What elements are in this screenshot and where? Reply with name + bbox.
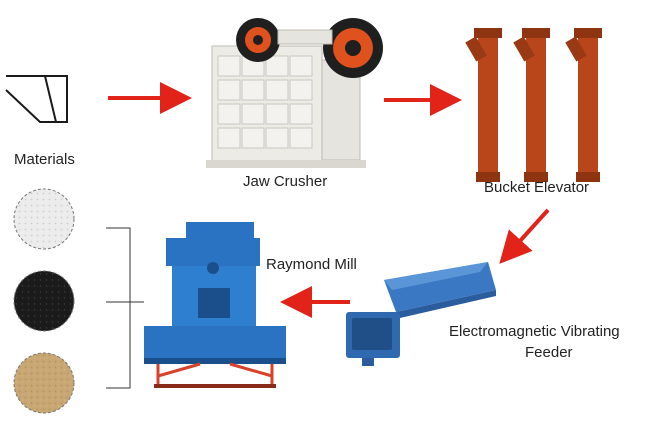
label-feeder-line1: Electromagnetic Vibrating [449,323,620,340]
label-feeder-line2: Feeder [525,344,573,361]
material-powder-tan [13,352,75,414]
output-bracket [106,227,144,389]
material-powder-black [13,270,75,332]
label-materials: Materials [14,151,75,168]
vibrating-feeder-machine [346,262,496,366]
arrow-elevator-to-feeder [499,208,550,264]
bucket-elevator-machine [465,28,602,182]
material-shape-icon [5,75,68,123]
jaw-crusher-machine [206,18,383,168]
label-jaw-crusher: Jaw Crusher [243,173,328,190]
label-bucket-elevator: Bucket Elevator [484,179,590,196]
raymond-mill-machine [144,222,286,388]
material-powder-white [13,188,75,250]
label-raymond-mill: Raymond Mill [266,256,357,273]
